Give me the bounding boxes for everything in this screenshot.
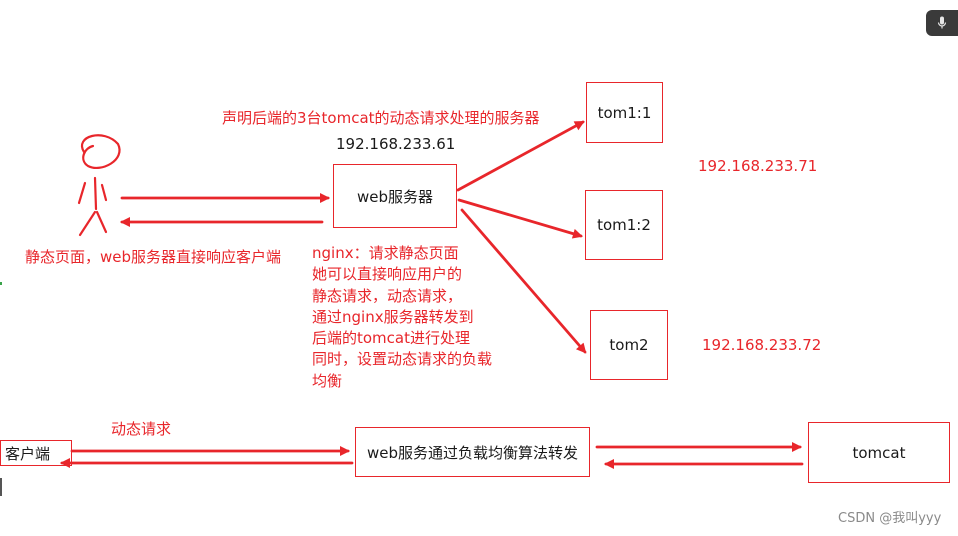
backend-ip-tom1: 192.168.233.71: [698, 157, 818, 175]
dynamic-request-label: 动态请求: [111, 420, 172, 438]
tomcat-label: tomcat: [852, 443, 906, 462]
note-line: 通过nginx服务器转发到: [312, 307, 474, 326]
client-label: 客户端: [5, 444, 51, 463]
note-line: 同时，设置动态请求的负载: [312, 350, 493, 369]
backend-label: tom1:1: [597, 103, 652, 122]
backend-box-tom1-1: tom1:1: [586, 82, 663, 143]
microphone-icon: [937, 16, 947, 29]
stick-figure-icon: [77, 134, 121, 237]
note-line: 后端的tomcat进行处理: [312, 329, 470, 348]
nginx-explanation-note: nginx：请求静态页面 她可以直接响应用户的 静态请求，动态请求， 通过ngi…: [312, 243, 492, 392]
backend-ip-tom2: 192.168.233.72: [702, 336, 822, 354]
left-edge-mark: [0, 478, 2, 496]
arrow-web-server-to-tom1-2: [457, 198, 583, 239]
note-line: nginx：请求静态页面: [312, 244, 459, 262]
backend-label: tom2: [609, 336, 649, 354]
note-line: 她可以直接响应用户的: [312, 265, 463, 284]
static-response-note: 静态页面，web服务器直接响应客户端: [25, 248, 282, 266]
left-edge-dot: [0, 282, 2, 285]
arrow-web-server-to-tom1-1: [456, 120, 585, 192]
web-server-box: web服务器: [333, 164, 457, 228]
load-balancer-label: web服务通过负载均衡算法转发: [366, 443, 579, 462]
csdn-watermark: CSDN @我叫yyy: [838, 511, 942, 526]
backend-box-tom1-2: tom1:2: [585, 190, 663, 260]
arrow-web-server-to-tom2: [460, 208, 587, 354]
note-line: 均衡: [312, 371, 343, 390]
load-balancer-box: web服务通过负载均衡算法转发: [355, 427, 590, 477]
web-server-label: web服务器: [356, 187, 434, 206]
client-box: 客户端: [0, 440, 72, 466]
tomcat-box: tomcat: [808, 422, 950, 483]
backend-box-tom2: tom2: [590, 310, 668, 380]
note-line: 静态请求，动态请求，: [312, 286, 463, 305]
web-server-ip: 192.168.233.61: [336, 135, 456, 153]
mic-button[interactable]: [926, 10, 958, 36]
backend-declaration-note: 声明后端的3台tomcat的动态请求处理的服务器: [222, 109, 540, 127]
backend-label: tom1:2: [597, 216, 651, 234]
